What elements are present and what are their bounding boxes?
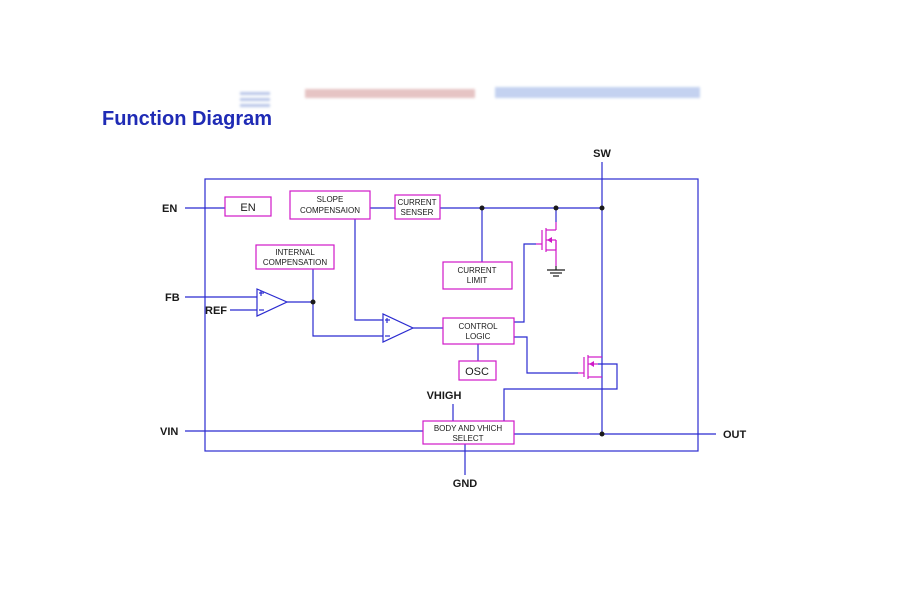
osc-block — [458, 360, 497, 381]
upper-mosfet — [536, 222, 557, 266]
limit-label-1: CURRENT — [457, 266, 496, 275]
internal-compensation-block — [255, 244, 335, 270]
pin-gnd-label: GND — [453, 478, 478, 490]
wire-ea-comparator — [312, 302, 383, 337]
internal-label-1: INTERNAL — [275, 248, 315, 257]
pin-vin-label: VIN — [160, 426, 178, 438]
control-label-2: LOGIC — [466, 332, 491, 341]
wire-control-upper-gate — [514, 243, 536, 323]
wire-body-loop — [503, 363, 618, 421]
limit-label-2: LIMIT — [467, 276, 488, 285]
pin-ref-label: REF — [205, 305, 227, 317]
junction-dot — [599, 205, 605, 211]
wire-slope-comparator — [354, 219, 383, 321]
current-limit-block — [442, 261, 513, 290]
slope-compensation-block — [289, 190, 371, 220]
senser-label-2: SENSER — [401, 208, 434, 217]
junction-dot — [553, 205, 559, 211]
slope-label-2: COMPENSAION — [300, 206, 360, 215]
chip-outline — [204, 178, 699, 452]
internal-label-2: COMPENSATION — [263, 258, 328, 267]
watermark — [240, 87, 700, 107]
pin-out-label: OUT — [723, 429, 747, 441]
senser-label-1: CURRENT — [397, 198, 436, 207]
pin-vhigh-label: VHIGH — [427, 390, 462, 402]
en-block — [224, 196, 272, 217]
watermark-text-right — [495, 87, 700, 98]
osc-label: OSC — [465, 366, 489, 378]
control-label-1: CONTROL — [458, 322, 498, 331]
pin-fb-label: FB — [165, 292, 180, 304]
control-logic-block — [442, 317, 515, 345]
body-label-2: SELECT — [452, 434, 483, 443]
junction-dot — [310, 299, 316, 305]
current-senser-block — [394, 194, 441, 220]
pwm-comparator — [382, 313, 415, 343]
watermark-logo — [240, 92, 270, 107]
page-title: Function Diagram — [102, 108, 273, 130]
pin-en-label: EN — [162, 203, 177, 215]
wire-control-lower-gate — [514, 336, 578, 374]
watermark-text-left — [305, 89, 475, 98]
lower-mosfet — [578, 355, 602, 379]
junction-dot — [599, 431, 605, 437]
junction-dot — [479, 205, 485, 211]
error-amplifier — [256, 288, 289, 317]
body-select-block — [422, 420, 515, 445]
en-block-label: EN — [240, 202, 255, 214]
pin-sw-label: SW — [593, 148, 611, 160]
slope-label-1: SLOPE — [317, 195, 344, 204]
body-label-1: BODY AND VHICH — [434, 424, 503, 433]
ground-symbol — [547, 266, 565, 277]
